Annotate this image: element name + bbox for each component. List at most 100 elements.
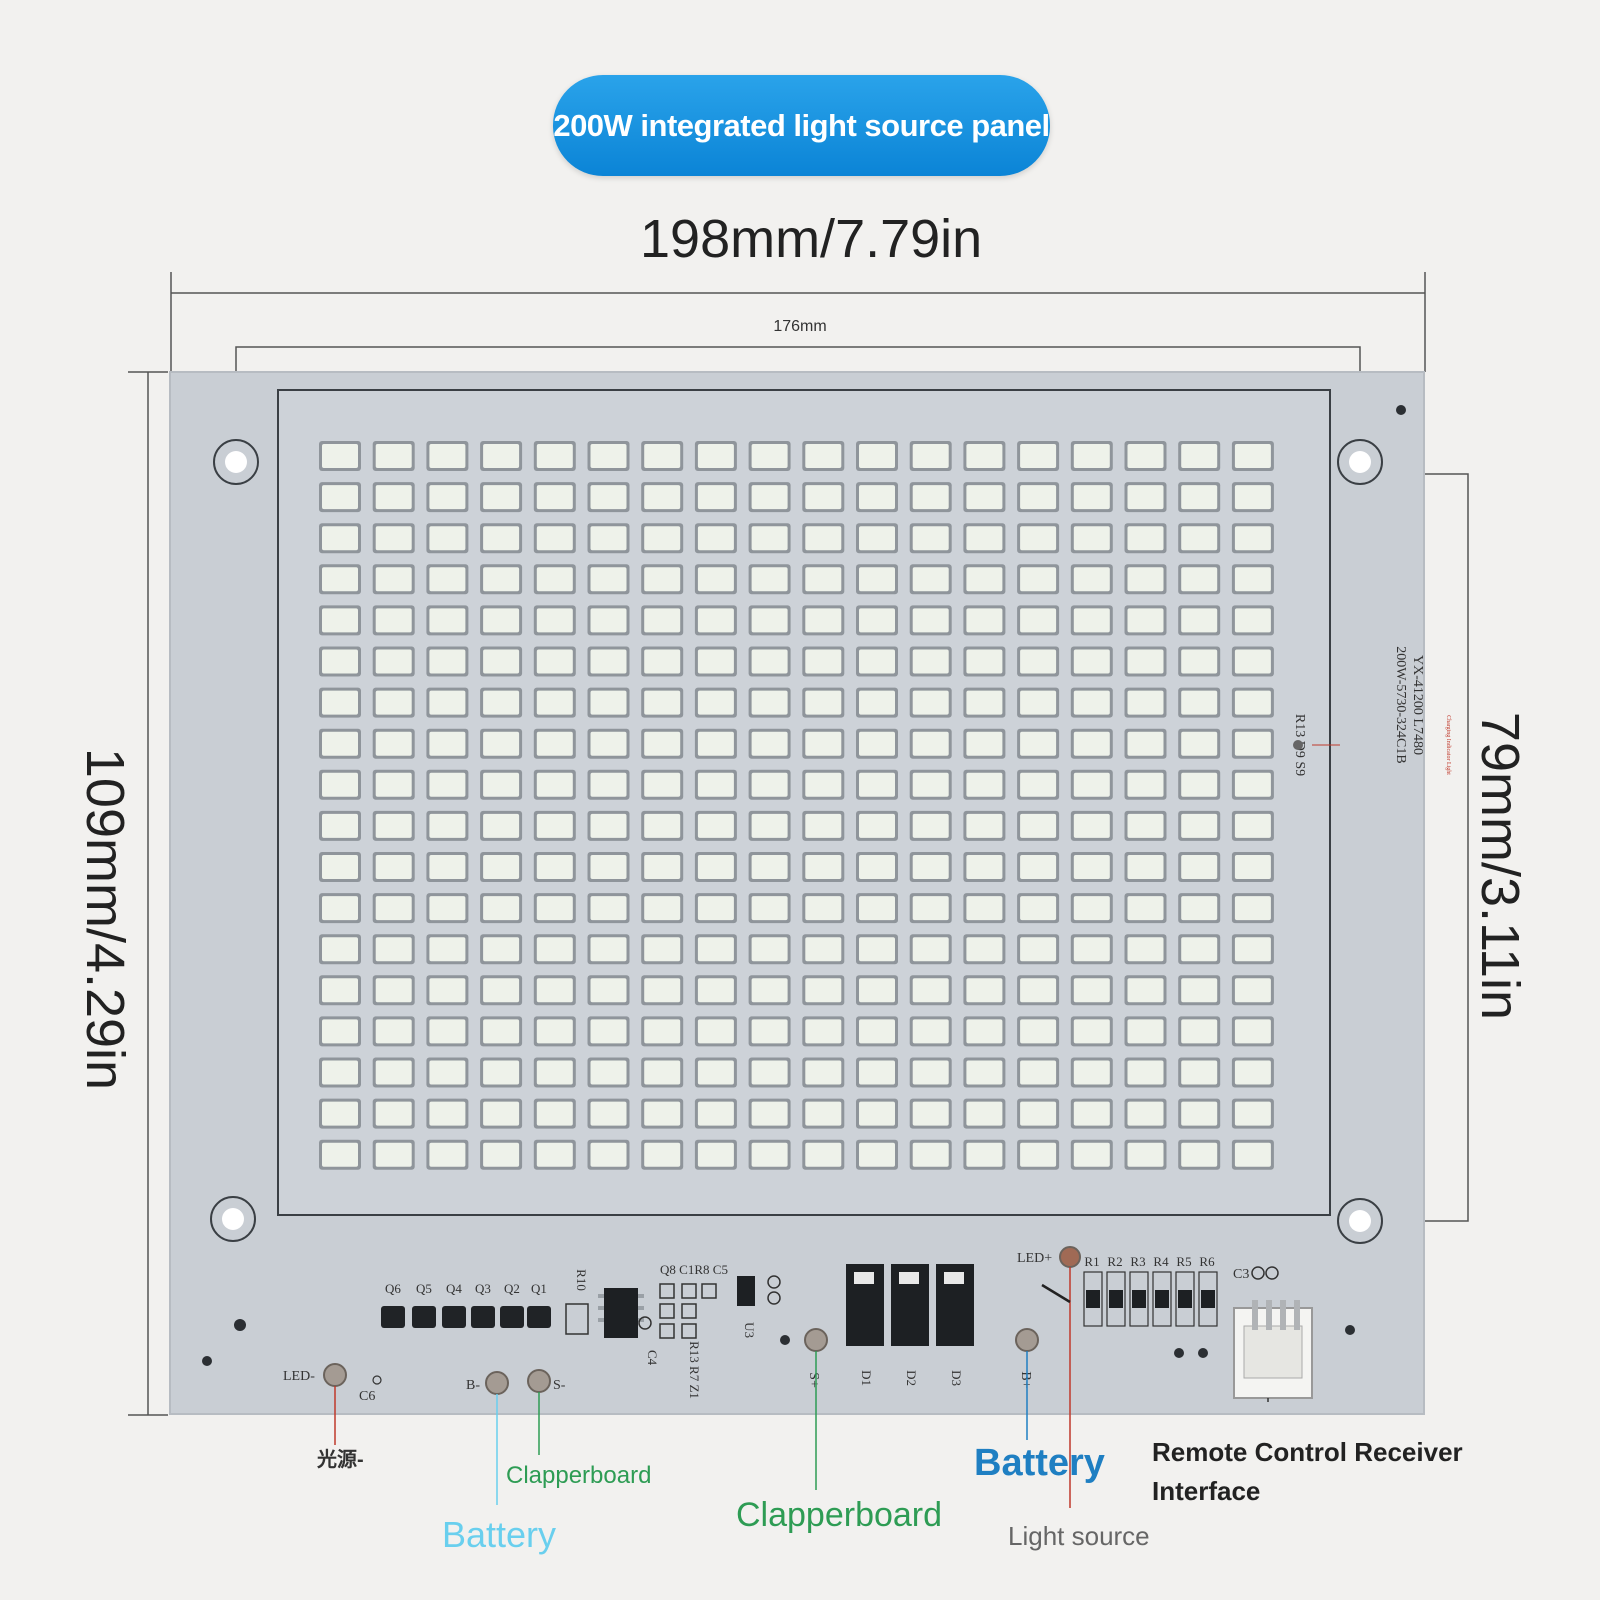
led-chip bbox=[480, 1057, 523, 1088]
led-chip bbox=[587, 769, 630, 800]
led-chip bbox=[856, 523, 898, 554]
led-chip bbox=[533, 1139, 576, 1170]
led-chip bbox=[1124, 441, 1167, 471]
diodes-d1-d3: D1 D2 D3 bbox=[846, 1264, 974, 1386]
mounting-hole-tl bbox=[213, 439, 259, 485]
led-chip bbox=[748, 1098, 791, 1129]
led-chip bbox=[1017, 893, 1060, 924]
led-chip bbox=[1070, 646, 1113, 677]
led-chip bbox=[694, 852, 737, 882]
led-chip bbox=[802, 893, 845, 924]
led-chip bbox=[694, 1139, 737, 1170]
led-chip bbox=[480, 893, 523, 924]
led-chip bbox=[319, 482, 361, 513]
transistor-q3 bbox=[471, 1306, 495, 1328]
led-chip bbox=[856, 564, 898, 595]
led-area-outline bbox=[277, 389, 1331, 1216]
led-chip bbox=[533, 482, 576, 513]
led-chip bbox=[533, 852, 576, 882]
led-chip bbox=[480, 605, 523, 636]
silk-c6: C6 bbox=[359, 1389, 375, 1404]
led-chip bbox=[694, 975, 737, 1006]
callout-remote-line2: Interface bbox=[1152, 1476, 1260, 1506]
led-chip bbox=[802, 441, 845, 471]
led-chip bbox=[1231, 482, 1274, 513]
led-chip bbox=[909, 564, 952, 595]
led-chip bbox=[1231, 852, 1274, 882]
resistors-r1-r6: R1 R2 R3 R4 R5 R6 bbox=[1083, 1254, 1218, 1327]
led-chip bbox=[748, 1057, 791, 1088]
led-chip bbox=[1124, 852, 1167, 882]
led-chip bbox=[694, 523, 737, 554]
led-matrix bbox=[319, 441, 1274, 1170]
smd-group-q8: Q8 C1R8 C5 R13 R7 Z1 bbox=[659, 1262, 728, 1399]
led-chip bbox=[641, 646, 684, 677]
ic-chip: C4 bbox=[598, 1288, 660, 1366]
led-chip bbox=[909, 728, 952, 759]
led-chip bbox=[480, 1016, 523, 1047]
led-chip bbox=[1017, 441, 1060, 471]
led-chip bbox=[426, 852, 469, 882]
led-chip bbox=[694, 482, 737, 513]
led-chip bbox=[963, 646, 1006, 677]
led-chip bbox=[1017, 646, 1060, 677]
led-chip bbox=[909, 1016, 952, 1047]
led-chip bbox=[480, 975, 523, 1006]
width-overall-label: 198mm/7.79in bbox=[640, 209, 983, 269]
led-chip bbox=[909, 1139, 952, 1170]
led-chip bbox=[587, 687, 630, 718]
resistor-body bbox=[1201, 1290, 1215, 1308]
led-chip bbox=[319, 441, 361, 471]
led-chip bbox=[480, 523, 523, 554]
led-chip bbox=[1017, 934, 1060, 965]
led-chip bbox=[1178, 1139, 1221, 1170]
led-chip bbox=[372, 646, 415, 677]
led-chip bbox=[1017, 482, 1060, 513]
transistor-q2 bbox=[500, 1306, 524, 1328]
led-chip bbox=[372, 1139, 415, 1170]
pad-led-minus bbox=[323, 1363, 347, 1387]
led-chip bbox=[909, 523, 952, 554]
led-chip bbox=[856, 605, 898, 636]
callout-clapperboard-small: Clapperboard bbox=[506, 1462, 651, 1489]
led-chip bbox=[587, 523, 630, 554]
led-chip bbox=[856, 1098, 898, 1129]
led-chip bbox=[802, 646, 845, 677]
led-chip bbox=[372, 934, 415, 965]
led-chip bbox=[963, 1057, 1006, 1088]
led-plus-trace bbox=[1041, 1283, 1071, 1304]
led-chip bbox=[480, 1139, 523, 1170]
silk-r10: R10 bbox=[574, 1269, 589, 1291]
led-chip bbox=[641, 728, 684, 759]
led-chip bbox=[802, 605, 845, 636]
led-chip bbox=[856, 769, 898, 800]
led-chip bbox=[802, 564, 845, 595]
silk-c3: C3 bbox=[1233, 1267, 1249, 1282]
led-chip bbox=[1017, 975, 1060, 1006]
led-chip bbox=[963, 852, 1006, 882]
led-chip bbox=[1017, 852, 1060, 882]
pad-b-plus bbox=[1015, 1328, 1039, 1352]
led-chip bbox=[1178, 852, 1221, 882]
led-chip bbox=[909, 769, 952, 800]
diode-d2 bbox=[891, 1264, 929, 1346]
led-chip bbox=[1178, 810, 1221, 841]
led-chip bbox=[426, 441, 469, 471]
led-chip bbox=[319, 687, 361, 718]
led-chip bbox=[533, 441, 576, 471]
led-chip bbox=[587, 1098, 630, 1129]
led-chip bbox=[1231, 893, 1274, 924]
led-chip bbox=[587, 1016, 630, 1047]
led-chip bbox=[641, 1016, 684, 1047]
led-chip bbox=[694, 893, 737, 924]
led-chip bbox=[748, 441, 791, 471]
led-chip bbox=[856, 687, 898, 718]
led-chip bbox=[909, 810, 952, 841]
led-chip bbox=[694, 1057, 737, 1088]
led-chip bbox=[319, 975, 361, 1006]
led-chip bbox=[1070, 934, 1113, 965]
silk-r6: R6 bbox=[1199, 1254, 1215, 1269]
silk-q3: Q3 bbox=[475, 1281, 491, 1296]
led-chip bbox=[1124, 728, 1167, 759]
